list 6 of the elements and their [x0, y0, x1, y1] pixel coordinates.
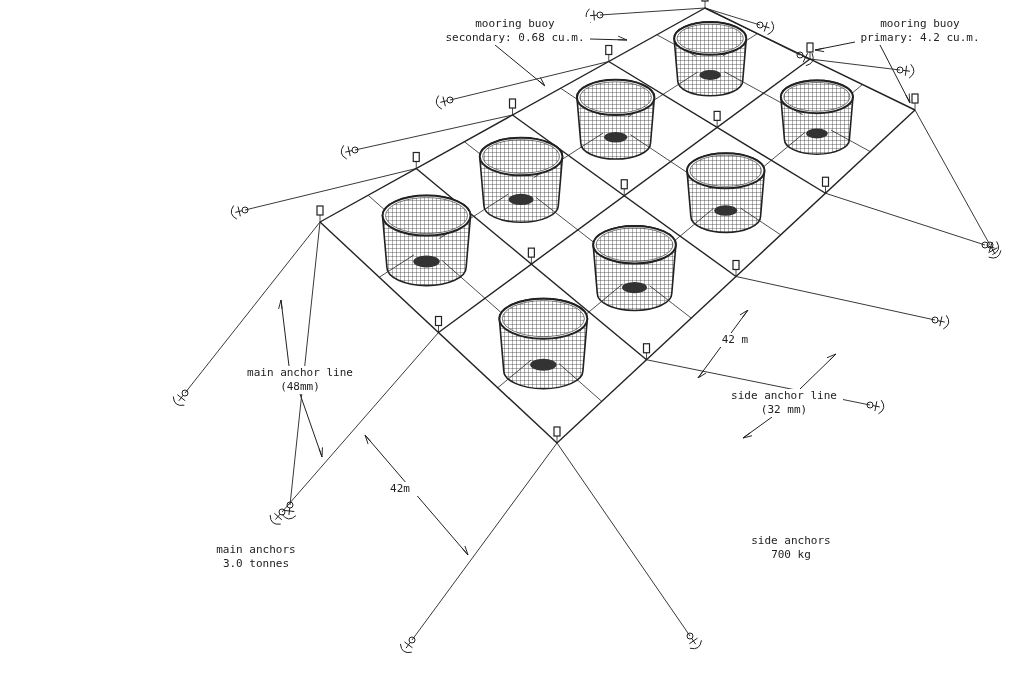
leader-line — [742, 416, 773, 439]
leader-line — [814, 41, 856, 53]
leader-line — [799, 353, 837, 390]
leader-line — [278, 299, 290, 367]
leader-line — [494, 44, 546, 87]
leader-line — [299, 393, 323, 458]
